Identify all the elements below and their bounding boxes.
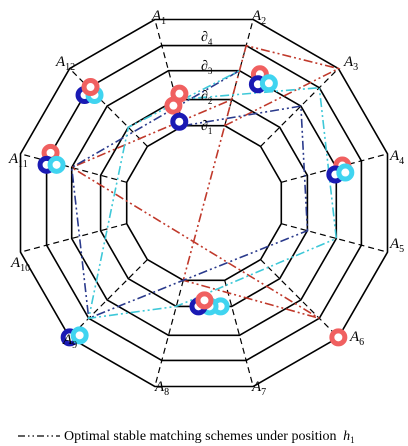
marker-8: [336, 163, 355, 182]
ring-3: [70, 69, 338, 337]
marker-15: [70, 326, 89, 345]
radial-spokes: [20, 19, 388, 387]
vertex-label-a5: A5: [389, 236, 404, 255]
vertex-label-a9: A9: [62, 332, 77, 351]
ring-label-1: ∂1: [201, 119, 212, 136]
ring-label-2: ∂2: [201, 89, 212, 106]
route-cyan: [87, 69, 338, 320]
spoke-9: [69, 259, 148, 338]
ring-label-4: ∂4: [201, 30, 213, 47]
vertex-label-a3: A3: [343, 54, 358, 73]
spoke-11: [20, 153, 127, 183]
vertex-label-a10: A10: [10, 255, 30, 274]
vertex-label-a11: A11: [8, 151, 28, 170]
marker-18: [47, 155, 66, 174]
route-navy: [70, 70, 309, 320]
marker-2: [170, 112, 189, 131]
vertex-label-a12: A12: [55, 54, 75, 73]
route-red: [69, 44, 341, 320]
marker-5: [259, 74, 278, 93]
vertex-labels: A1 A2 A3 A4 A5 A6 A7 A8 A9 A10 A11 A12: [8, 8, 404, 398]
vertex-label-a4: A4: [389, 148, 404, 167]
marker-21: [81, 78, 100, 97]
marker-1: [170, 84, 189, 103]
position-markers: [37, 65, 355, 347]
spoke-7: [224, 280, 254, 387]
vertex-label-a2: A2: [251, 8, 266, 27]
spoke-10: [20, 223, 127, 253]
spoke-12: [69, 68, 148, 147]
spoke-8: [154, 280, 184, 387]
vertex-label-a8: A8: [154, 379, 169, 398]
spoke-1: [154, 19, 184, 126]
legend-text: Optimal stable matching schemes under po…: [64, 429, 355, 445]
ring-label-3: ∂3: [201, 59, 213, 76]
legend: Optimal stable matching schemes under po…: [18, 429, 355, 445]
spoke-6: [260, 259, 339, 338]
matching-routes: [69, 44, 341, 320]
spoke-5: [281, 223, 388, 253]
ring-labels: ∂1 ∂2 ∂3 ∂4: [201, 30, 213, 136]
marker-9: [329, 328, 348, 347]
vertex-label-a1: A1: [151, 8, 166, 27]
vertex-label-a7: A7: [251, 379, 266, 398]
vertex-label-a6: A6: [349, 329, 364, 348]
marker-13: [195, 291, 214, 310]
ring-1: [125, 124, 283, 282]
ring-2: [99, 98, 309, 308]
spoke-3: [260, 68, 339, 147]
